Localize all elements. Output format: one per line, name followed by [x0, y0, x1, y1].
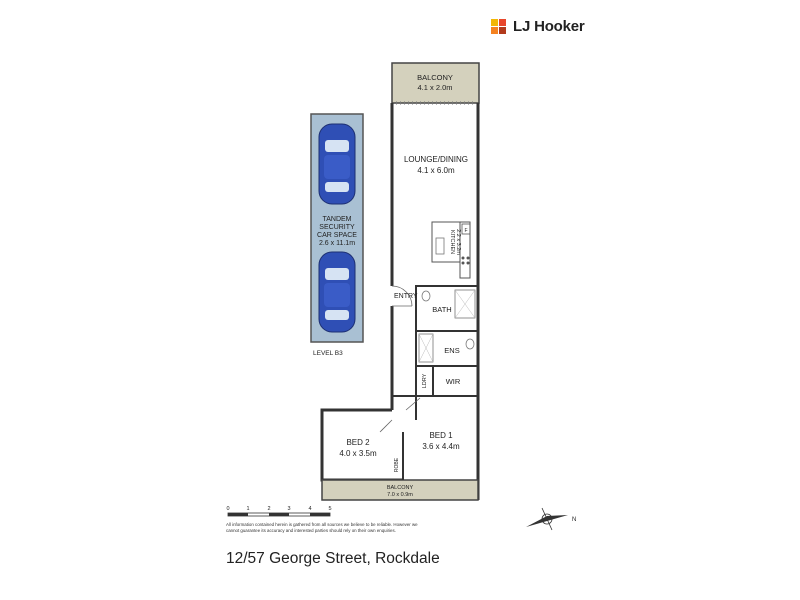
balcony-bottom-size: 7.0 x 0.9m [387, 492, 413, 498]
balcony-bottom [321, 479, 479, 501]
car-space-line2: SECURITY [319, 224, 355, 231]
car-icon [318, 251, 356, 333]
car-space-line3: CAR SPACE [317, 232, 357, 239]
bed1-name: BED 1 [429, 431, 453, 440]
logo-text: LJ Hooker [513, 18, 585, 35]
bed2-name: BED 2 [346, 438, 370, 447]
lj-hooker-logo: LJ Hooker [491, 18, 585, 35]
ens-fixtures [418, 333, 475, 363]
balcony-top [391, 62, 480, 104]
scale-tick: 0 [226, 506, 229, 512]
balcony-bottom-name: BALCONY [387, 485, 414, 491]
scale-tick: 3 [287, 506, 290, 512]
unit-walls [320, 103, 480, 501]
car-space-size: 2.6 x 11.1m [319, 240, 355, 247]
wir-label: WIR [446, 377, 461, 386]
scale-tick: 4 [308, 506, 311, 512]
property-address: 12/57 George Street, Rockdale [226, 550, 440, 567]
ldry-label: LDRY [422, 373, 428, 388]
scale-tick: 1 [246, 506, 249, 512]
kitchen-name: KITCHEN [449, 230, 455, 254]
disclaimer-text: All information contained herein is gath… [226, 522, 418, 533]
bath-fixtures [421, 289, 476, 319]
car-icon [318, 123, 356, 205]
bed1-size: 3.6 x 4.4m [422, 442, 460, 451]
entry-label: ENTRY [394, 293, 418, 300]
bed2-size: 4.0 x 3.5m [339, 449, 377, 458]
scale-tick: 5 [328, 506, 331, 512]
compass-icon: N [526, 507, 576, 531]
lounge-name: LOUNGE/DINING [404, 155, 468, 164]
ens-label: ENS [444, 346, 459, 355]
kitchen: F KITCHEN 2.2 x 3.2m [431, 221, 471, 279]
car-space-line1: TANDEM [322, 216, 351, 223]
compass-n: N [572, 517, 576, 523]
bath-label: BATH [432, 305, 451, 314]
kitchen-size: 2.2 x 3.2m [455, 229, 461, 255]
cooktop-icon [461, 256, 470, 265]
robe-label: ROBE [394, 457, 400, 472]
fridge-label: F [464, 228, 467, 234]
fridge-icon [461, 223, 471, 235]
sink-icon [435, 237, 445, 255]
scale-bar: 0 1 2 3 4 5 [226, 506, 332, 517]
lounge-size: 4.1 x 6.0m [417, 166, 455, 175]
balcony-top-size: 4.1 x 2.0m [417, 83, 452, 92]
balcony-top-name: BALCONY [417, 73, 453, 82]
level-label: LEVEL B3 [313, 350, 343, 357]
logo-squares-icon [491, 18, 507, 35]
scale-tick: 2 [267, 506, 270, 512]
car-space: TANDEM SECURITY CAR SPACE 2.6 x 11.1m [310, 113, 364, 343]
